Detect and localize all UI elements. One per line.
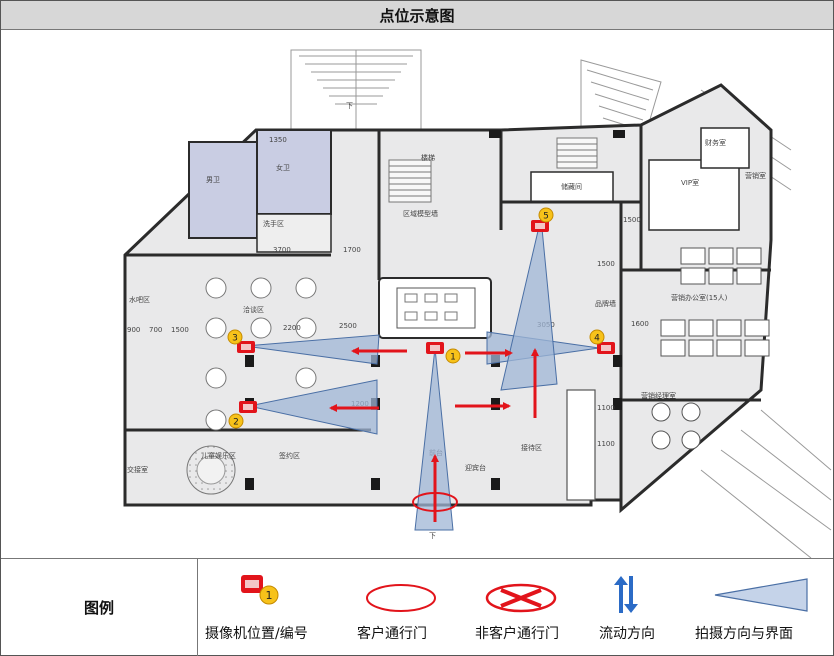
female-washroom	[256, 129, 332, 215]
legend-item-customer-door: 客户通行门	[351, 559, 461, 656]
label-male-wc: 男卫	[206, 176, 220, 184]
legend-label: 拍摄方向与界面	[695, 626, 793, 642]
camera-badge: 4	[594, 334, 600, 344]
interior-stairs	[388, 137, 598, 203]
camera-badge: 3	[232, 334, 238, 344]
non-customer-door-icon	[485, 583, 557, 613]
dim-label: 1700	[343, 246, 361, 254]
dim-label: 1500	[171, 326, 189, 334]
legend-item-flow: 流动方向	[597, 559, 687, 656]
dim-label: 2500	[339, 322, 357, 330]
dim-label: 1100	[597, 440, 615, 448]
label-washroom: 洗手区	[263, 219, 284, 228]
legend-label: 客户通行门	[357, 626, 427, 642]
kids-area	[186, 445, 236, 495]
label-stairs: 楼梯	[421, 153, 435, 162]
male-washroom	[188, 141, 258, 239]
customer-door	[412, 492, 458, 512]
label-water-bar: 水吧区	[129, 295, 150, 304]
label-manager-office: 营销经理室	[641, 391, 676, 400]
legend-item-view-cone: 拍摄方向与界面	[691, 559, 831, 656]
camera-5: 5	[531, 207, 554, 232]
page-title: 点位示意图	[1, 1, 833, 30]
label-office: 营销办公室(15人)	[671, 293, 728, 302]
dim-label: 1500	[623, 216, 641, 224]
label-down-bottom: 下	[429, 532, 436, 540]
camera-2: 2	[228, 401, 257, 429]
label-vip-area: 签约区	[279, 451, 300, 460]
storage-room	[530, 171, 614, 203]
view-cones	[244, 217, 600, 531]
dim-label: 2200	[283, 324, 301, 332]
label-reception-desk: 迎宾台	[465, 463, 486, 472]
label-sample-wall: 品牌墙	[595, 299, 616, 308]
legend-item-camera: 1 摄像机位置/编号	[201, 559, 341, 656]
finance-room	[700, 127, 750, 169]
label-negotiation: 洽谈区	[243, 305, 264, 314]
dim-label: 900	[127, 326, 140, 334]
camera-1: 1	[426, 342, 461, 364]
dim-label: 1100	[597, 404, 615, 412]
label-finance: 财务室	[705, 138, 726, 147]
legend-label: 非客户通行门	[475, 626, 559, 642]
camera-icon: 1	[241, 575, 279, 605]
customer-door-icon	[366, 584, 436, 612]
flow-arrows	[329, 347, 539, 522]
view-cone-camera-5	[500, 217, 558, 391]
vip-room	[648, 159, 740, 231]
dim-label: 3700	[273, 246, 291, 254]
negotiation-tables	[205, 277, 317, 431]
camera-badge: 5	[543, 212, 549, 222]
model-wall	[378, 277, 492, 339]
camera-badge: 1	[450, 353, 456, 363]
camera-3: 3	[227, 329, 255, 353]
legend-label: 摄像机位置/编号	[205, 626, 308, 642]
camera-badge: 2	[233, 418, 239, 428]
label-reception-area: 接待区	[521, 443, 542, 452]
dim-label: 1600	[631, 320, 649, 328]
floor-plan: 男卫 女卫 洗手区 楼梯 区域模型墙 储藏间 水吧区 洽谈区 儿童娱乐区 签约区…	[1, 30, 833, 558]
washroom-area	[256, 213, 332, 253]
legend-label: 流动方向	[599, 626, 655, 642]
dim-label: 1500	[597, 260, 615, 268]
legend-camera-badge: 1	[266, 589, 273, 602]
label-model-wall: 区域模型墙	[403, 209, 438, 218]
legend: 图例 1 摄像机位置/编号 客户通行门 非客户通行门	[1, 558, 833, 656]
label-down-top: 下	[346, 102, 353, 110]
camera-4: 4	[589, 329, 615, 354]
label-transfer: 交接室	[127, 465, 148, 474]
dim-label: 1350	[269, 136, 287, 144]
view-cone-camera-1	[414, 347, 454, 531]
legend-item-non-customer-door: 非客户通行门	[471, 559, 591, 656]
label-female-wc: 女卫	[276, 163, 290, 172]
office-desks	[651, 247, 770, 450]
label-storage: 储藏间	[561, 182, 582, 191]
reception-desk-shape	[566, 389, 596, 501]
legend-heading: 图例	[1, 559, 198, 656]
label-sales-office: 营销室	[745, 171, 766, 180]
view-cone-icon	[714, 578, 808, 612]
label-kids-area: 儿童娱乐区	[201, 451, 236, 460]
flow-direction-icon	[614, 576, 638, 613]
label-vip-room: VIP室	[681, 178, 699, 187]
dim-label: 700	[149, 326, 162, 334]
